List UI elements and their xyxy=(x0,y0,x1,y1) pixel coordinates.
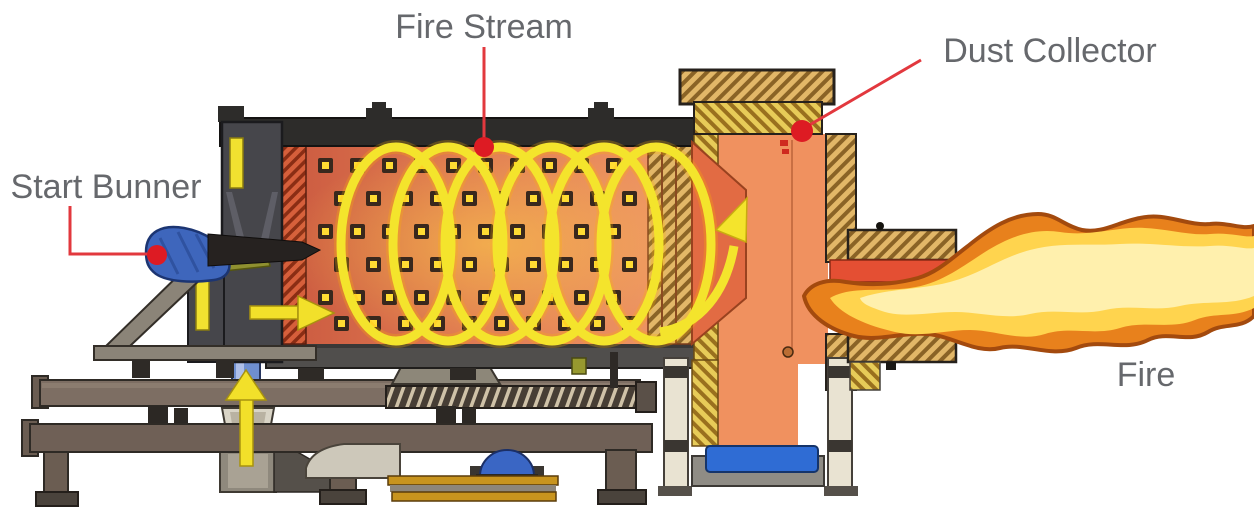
port-wall-top xyxy=(846,228,958,262)
spiral-arrowhead xyxy=(714,196,748,244)
ash-tray xyxy=(705,445,819,473)
rivet xyxy=(782,346,794,358)
frame-legs xyxy=(35,449,647,507)
fire-flame xyxy=(802,212,1254,354)
fire-stream-spiral xyxy=(334,140,748,348)
collector-posts xyxy=(658,357,858,496)
callout-line-start-burner xyxy=(68,206,148,256)
label-dust-collector: Dust Collector xyxy=(943,32,1157,70)
header-bolt-tabs xyxy=(218,102,614,122)
motor-base-plate xyxy=(387,475,559,502)
callout-dot-start-burner xyxy=(147,245,167,265)
label-start-burner: Start Bunner xyxy=(11,168,202,206)
callout-dot-dust-collector xyxy=(791,120,813,142)
beam-spacers xyxy=(148,406,476,426)
fan-scroll xyxy=(305,443,401,479)
burner-assembly xyxy=(93,225,322,378)
label-fire-stream: Fire Stream xyxy=(395,8,573,46)
valve-fitting xyxy=(571,357,587,375)
callout-line-dust-collector xyxy=(805,58,922,129)
callout-dot-fire-stream xyxy=(474,137,494,157)
sight-glass-lower xyxy=(195,275,210,331)
flow-arrows xyxy=(224,294,336,467)
port-bolt xyxy=(876,222,884,230)
label-fire: Fire xyxy=(1117,356,1176,394)
fuel-feed-arrow xyxy=(224,368,268,467)
support-frame xyxy=(21,353,657,507)
furnace-feet xyxy=(298,352,618,388)
annotations: Fire Stream Dust Collector Start Bunner … xyxy=(11,8,1176,394)
screw-conveyor xyxy=(385,385,657,409)
top-header-bar xyxy=(219,117,717,147)
collector-top-cap xyxy=(678,68,836,106)
burner-nozzle xyxy=(207,233,322,267)
air-inlet-arrow xyxy=(249,294,336,332)
burner-support-frame xyxy=(93,264,317,378)
sight-glass-upper xyxy=(229,137,244,189)
